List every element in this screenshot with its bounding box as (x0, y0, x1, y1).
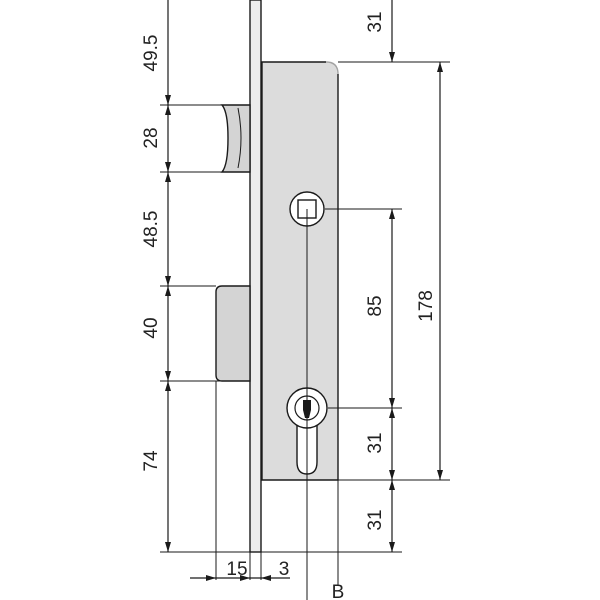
dim-label-b: B (332, 582, 345, 600)
dim-label-total-height: 178 (416, 290, 437, 322)
dim-label-deadbolt-height: 40 (141, 317, 162, 338)
dim-label-faceplate-thickness: 3 (279, 559, 290, 580)
bottom-dimension-chain (190, 575, 290, 581)
dim-label-latch-height: 28 (141, 127, 162, 148)
lock-case (261, 61, 339, 481)
dim-label-bottom-right-offset: 31 (365, 509, 386, 530)
extension-lines (160, 61, 450, 600)
dim-label-cylinder-offset: 31 (365, 432, 386, 453)
right-dimension-chain (389, 0, 443, 552)
left-dimension-chain (165, 0, 171, 552)
dim-label-latch-top-offset: 49.5 (141, 35, 162, 72)
dim-label-spindle-to-cylinder: 85 (365, 295, 386, 316)
dim-label-top-right-offset: 31 (365, 11, 386, 32)
dim-label-bottom-offset: 74 (141, 450, 162, 472)
dead-bolt (215, 285, 251, 382)
faceplate (249, 0, 262, 553)
dim-label-latch-to-spindle: 48.5 (141, 211, 162, 248)
dim-label-backset: 15 (226, 559, 247, 580)
latch-bolt (220, 104, 251, 173)
